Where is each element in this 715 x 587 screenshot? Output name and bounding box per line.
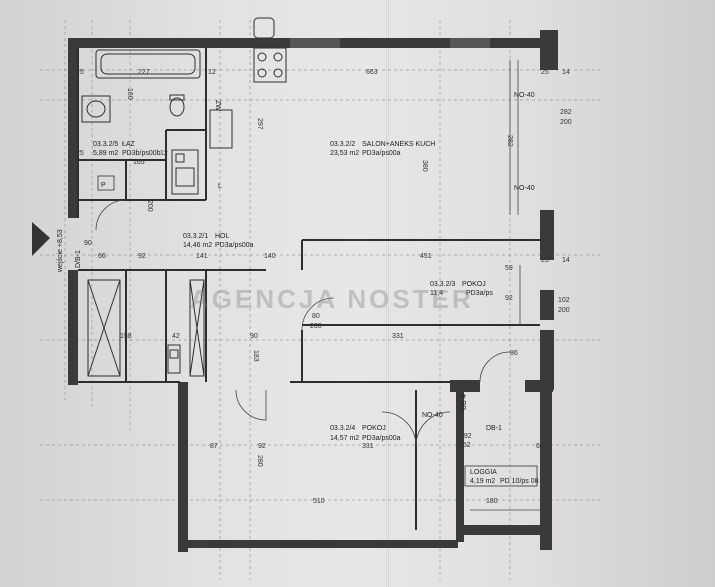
dim: 87: [210, 443, 218, 450]
svg-text:5,89 m2: 5,89 m2: [93, 150, 118, 157]
dim: 282: [506, 135, 513, 147]
svg-text:ŁAZ: ŁAZ: [122, 141, 136, 148]
dim: 12: [160, 150, 168, 157]
dim: 192: [460, 433, 472, 440]
symbol-l: L: [218, 183, 222, 190]
paper-fold: [386, 0, 389, 587]
room-label-room1: 03.3.2/3 POKOJ 11,4 PD3a/ps: [430, 281, 493, 297]
dim: 92: [505, 295, 513, 302]
washbasin-icon: [81, 95, 111, 123]
dim: 663: [366, 69, 378, 76]
dim: 92: [138, 253, 146, 260]
dim: 200: [560, 119, 572, 126]
svg-text:PD3b/ps00b: PD3b/ps00b: [122, 150, 161, 157]
symbol-db1: DB-1: [486, 425, 502, 432]
svg-text:11,4: 11,4: [430, 290, 443, 297]
level-elevation: wejście +8,53: [57, 229, 64, 273]
stove-icon: [253, 47, 287, 83]
door-swings: [95, 199, 511, 447]
entrance-arrow-icon: [32, 222, 50, 256]
symbol-no40-b: NO-40: [514, 185, 535, 192]
dim: 66: [98, 253, 106, 260]
svg-text:PD 10/ps 08: PD 10/ps 08: [500, 478, 539, 485]
svg-text:PD3a/ps00a: PD3a/ps00a: [362, 435, 401, 442]
dim: 331: [392, 333, 404, 340]
dim: 141: [196, 253, 208, 260]
svg-text:POKOJ: POKOJ: [362, 425, 386, 432]
dim: 252: [459, 442, 471, 449]
dim: 12: [208, 69, 216, 76]
dim: 80: [312, 313, 320, 320]
dim: 25: [76, 69, 84, 76]
svg-text:PD3a/ps: PD3a/ps: [466, 290, 493, 297]
dim: 25: [541, 69, 549, 76]
watermark: AGENCJA NOSTER: [190, 284, 474, 314]
dim: 92: [258, 443, 266, 450]
dim: 200: [558, 307, 570, 314]
svg-text:14,57 m2: 14,57 m2: [330, 435, 359, 442]
washing-machine-icon: [171, 109, 233, 195]
dim: 14: [562, 257, 570, 264]
wardrobe-icon: [87, 279, 205, 377]
svg-text:03.3.2/5: 03.3.2/5: [93, 141, 118, 148]
bathtub-icon: [95, 49, 201, 79]
dim: 297: [256, 118, 263, 130]
dim: 227: [138, 69, 150, 76]
dim: 165: [133, 159, 145, 166]
dim: 90: [84, 240, 92, 247]
dim: 200: [310, 323, 322, 330]
room-label-bathroom: 03.3.2/5 ŁAZ 5,89 m2 PD3b/ps00b: [93, 141, 161, 157]
room-label-hall: 03.3.2/1 HOL 14,46 m2 PD3a/ps00a: [183, 233, 254, 249]
dim: 86: [510, 350, 518, 357]
dim: 160: [126, 88, 133, 100]
dim: 25: [541, 257, 549, 264]
dim: 380: [421, 160, 428, 172]
dim: 282: [560, 109, 572, 116]
symbol-no40-c: NO-40: [422, 412, 443, 419]
room-label-loggia: LOGGIA 4,19 m2 PD 10/ps 08: [464, 465, 539, 487]
level-ds: D/B-1: [75, 250, 82, 268]
svg-text:PD3a/ps00a: PD3a/ps00a: [362, 150, 401, 157]
kitchen-sink-icon: [253, 17, 275, 39]
symbol-zw: ZW: [214, 100, 221, 111]
svg-text:03.3.2/3: 03.3.2/3: [430, 281, 455, 288]
svg-text:SALON+ANEKS KUCH: SALON+ANEKS KUCH: [362, 141, 435, 148]
svg-text:PD3a/ps00a: PD3a/ps00a: [215, 242, 254, 249]
symbol-no40-a: NO-40: [514, 92, 535, 99]
dim: 102: [558, 297, 570, 304]
svg-text:03.3.2/2: 03.3.2/2: [330, 141, 355, 148]
svg-text:14,46 m2: 14,46 m2: [183, 242, 212, 249]
svg-text:LOGGIA: LOGGIA: [470, 469, 497, 476]
dim: 331: [362, 443, 374, 450]
dim: 183: [252, 350, 259, 362]
svg-text:03.3.2/4: 03.3.2/4: [330, 425, 355, 432]
svg-text:POKOJ: POKOJ: [462, 281, 486, 288]
svg-text:HOL: HOL: [215, 233, 230, 240]
dim: 451: [420, 253, 432, 260]
dim: 158: [120, 333, 132, 340]
symbol-db4: DB-4: [461, 394, 468, 410]
dim: 200: [146, 200, 153, 212]
dim: 180: [486, 498, 498, 505]
dim: 140: [264, 253, 276, 260]
dimension-labels: 25 227 12 663 160 297 380 282 282 200 14…: [76, 69, 572, 505]
room-label-salon: 03.3.2/2 SALON+ANEKS KUCH 23,53 m2 PD3a/…: [330, 141, 435, 157]
dim: 59: [505, 265, 513, 272]
svg-text:03.3.2/1: 03.3.2/1: [183, 233, 208, 240]
dim: 14: [562, 69, 570, 76]
room-label-room2: 03.3.2/4 POKOJ 14,57 m2 PD3a/ps00a: [330, 425, 401, 442]
symbol-p: P: [101, 182, 106, 189]
dim: 63: [536, 443, 544, 450]
svg-text:23,53 m2: 23,53 m2: [330, 150, 359, 157]
dim: 90: [250, 333, 258, 340]
toilet-icon: [169, 94, 185, 117]
svg-text:4,19 m2: 4,19 m2: [470, 478, 495, 485]
dim: 42: [172, 333, 180, 340]
dim: 510: [313, 498, 325, 505]
dim: 25: [76, 150, 84, 157]
dim: 280: [256, 455, 263, 467]
